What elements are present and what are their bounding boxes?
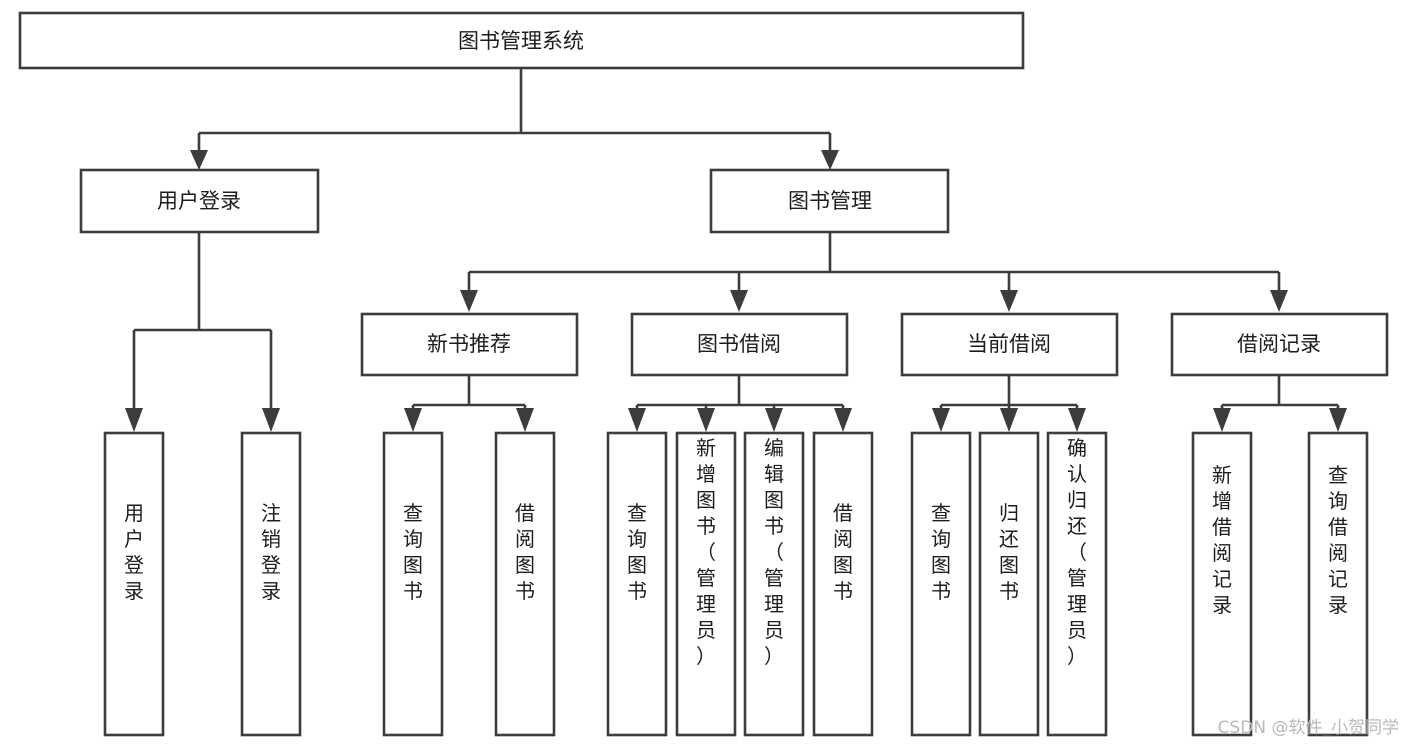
arrow-to-book-borrow <box>730 290 748 312</box>
leaf-label: 注销登录 <box>261 501 281 603</box>
leaf-label: 查询图书 <box>627 501 647 603</box>
node-current-borrow[interactable]: 当前借阅 <box>900 312 1119 377</box>
arrow-br-leaf2 <box>1329 408 1347 432</box>
arrow-ul-leaf2 <box>262 408 280 432</box>
leaf-label: 新增借阅记录 <box>1212 463 1232 617</box>
arrow-bb-leaf1 <box>628 408 646 432</box>
node-book-manage[interactable]: 图书管理 <box>709 168 950 234</box>
leaf-label: 查询图书 <box>931 501 951 603</box>
arrow-cb-leaf3 <box>1068 408 1086 432</box>
leaf-node[interactable]: 借阅图书 <box>812 431 874 737</box>
csdn-watermark: CSDN @软件_小贺同学 <box>1218 718 1399 738</box>
arrow-nb-leaf1 <box>404 408 422 432</box>
leaf-box <box>382 431 444 737</box>
node-borrow-record-box <box>1170 312 1389 377</box>
leaf-node[interactable]: 新增图书（管理员） <box>675 431 737 737</box>
arrow-ul-leaf1 <box>125 408 143 432</box>
leaf-label: 编辑图书（管理员） <box>764 436 784 668</box>
node-book-borrow-box <box>630 312 849 377</box>
arrow-to-new-book <box>460 290 478 312</box>
arrow-to-user-login <box>190 150 208 170</box>
node-current-borrow-box <box>900 312 1119 377</box>
leaf-box <box>743 431 805 737</box>
leaf-box <box>812 431 874 737</box>
node-user-login-box <box>79 168 320 234</box>
arrow-bb-leaf4 <box>834 408 852 432</box>
leaf-box <box>494 431 556 737</box>
node-book-borrow-label: 图书借阅 <box>697 332 781 356</box>
arrow-bb-leaf3 <box>765 408 783 432</box>
leaf-node[interactable]: 归还图书 <box>978 431 1040 737</box>
arrow-nb-leaf2 <box>516 408 534 432</box>
leaf-label: 查询借阅记录 <box>1328 463 1348 617</box>
leaf-box <box>103 431 165 737</box>
node-user-login-label: 用户登录 <box>157 189 241 213</box>
node-new-book-recommend-box <box>360 312 579 377</box>
leaf-node[interactable]: 查询借阅记录 <box>1307 431 1369 737</box>
node-current-borrow-label: 当前借阅 <box>967 332 1051 356</box>
node-borrow-record[interactable]: 借阅记录 <box>1170 312 1389 377</box>
leaf-node[interactable]: 查询图书 <box>606 431 668 737</box>
leaf-node[interactable]: 借阅图书 <box>494 431 556 737</box>
leaf-label: 借阅图书 <box>515 501 535 603</box>
leaf-box <box>1046 431 1108 737</box>
leaf-box <box>978 431 1040 737</box>
arrow-br-leaf1 <box>1213 408 1231 432</box>
leaf-node[interactable]: 确认归还（管理员） <box>1046 431 1108 737</box>
leaf-node[interactable]: 用户登录 <box>103 431 165 737</box>
node-new-book-recommend[interactable]: 新书推荐 <box>360 312 579 377</box>
leaf-node[interactable]: 查询图书 <box>910 431 972 737</box>
node-root-system[interactable]: 图书管理系统 <box>18 11 1025 70</box>
node-book-borrow[interactable]: 图书借阅 <box>630 312 849 377</box>
leaf-label: 用户登录 <box>124 501 144 603</box>
arrow-to-book-manage <box>821 150 839 170</box>
leaf-box <box>1307 431 1369 737</box>
leaf-label: 确认归还（管理员） <box>1067 436 1087 668</box>
node-user-login[interactable]: 用户登录 <box>79 168 320 234</box>
node-book-manage-label: 图书管理 <box>788 189 872 213</box>
leaf-box <box>1191 431 1253 737</box>
leaf-node[interactable]: 新增借阅记录 <box>1191 431 1253 737</box>
arrow-to-borrow-record <box>1270 290 1288 312</box>
arrow-cb-leaf1 <box>932 408 950 432</box>
arrow-to-current-borrow <box>1000 290 1018 312</box>
node-book-manage-box <box>709 168 950 234</box>
leaf-node[interactable]: 注销登录 <box>240 431 302 737</box>
leaf-label: 归还图书 <box>999 501 1019 603</box>
leaf-label: 新增图书（管理员） <box>696 436 716 668</box>
arrow-bb-leaf2 <box>697 408 715 432</box>
arrow-cb-leaf2 <box>1000 408 1018 432</box>
leaf-box <box>675 431 737 737</box>
node-root-box <box>18 11 1025 70</box>
leaf-node[interactable]: 查询图书 <box>382 431 444 737</box>
node-root-label: 图书管理系统 <box>458 29 584 53</box>
leaf-label: 借阅图书 <box>833 501 853 603</box>
leaf-box <box>606 431 668 737</box>
node-borrow-record-label: 借阅记录 <box>1237 332 1321 356</box>
leaf-node[interactable]: 编辑图书（管理员） <box>743 431 805 737</box>
leaf-box <box>910 431 972 737</box>
node-new-book-recommend-label: 新书推荐 <box>427 332 511 356</box>
connector-group <box>125 68 1347 432</box>
leaf-label: 查询图书 <box>403 501 423 603</box>
leaf-box <box>240 431 302 737</box>
